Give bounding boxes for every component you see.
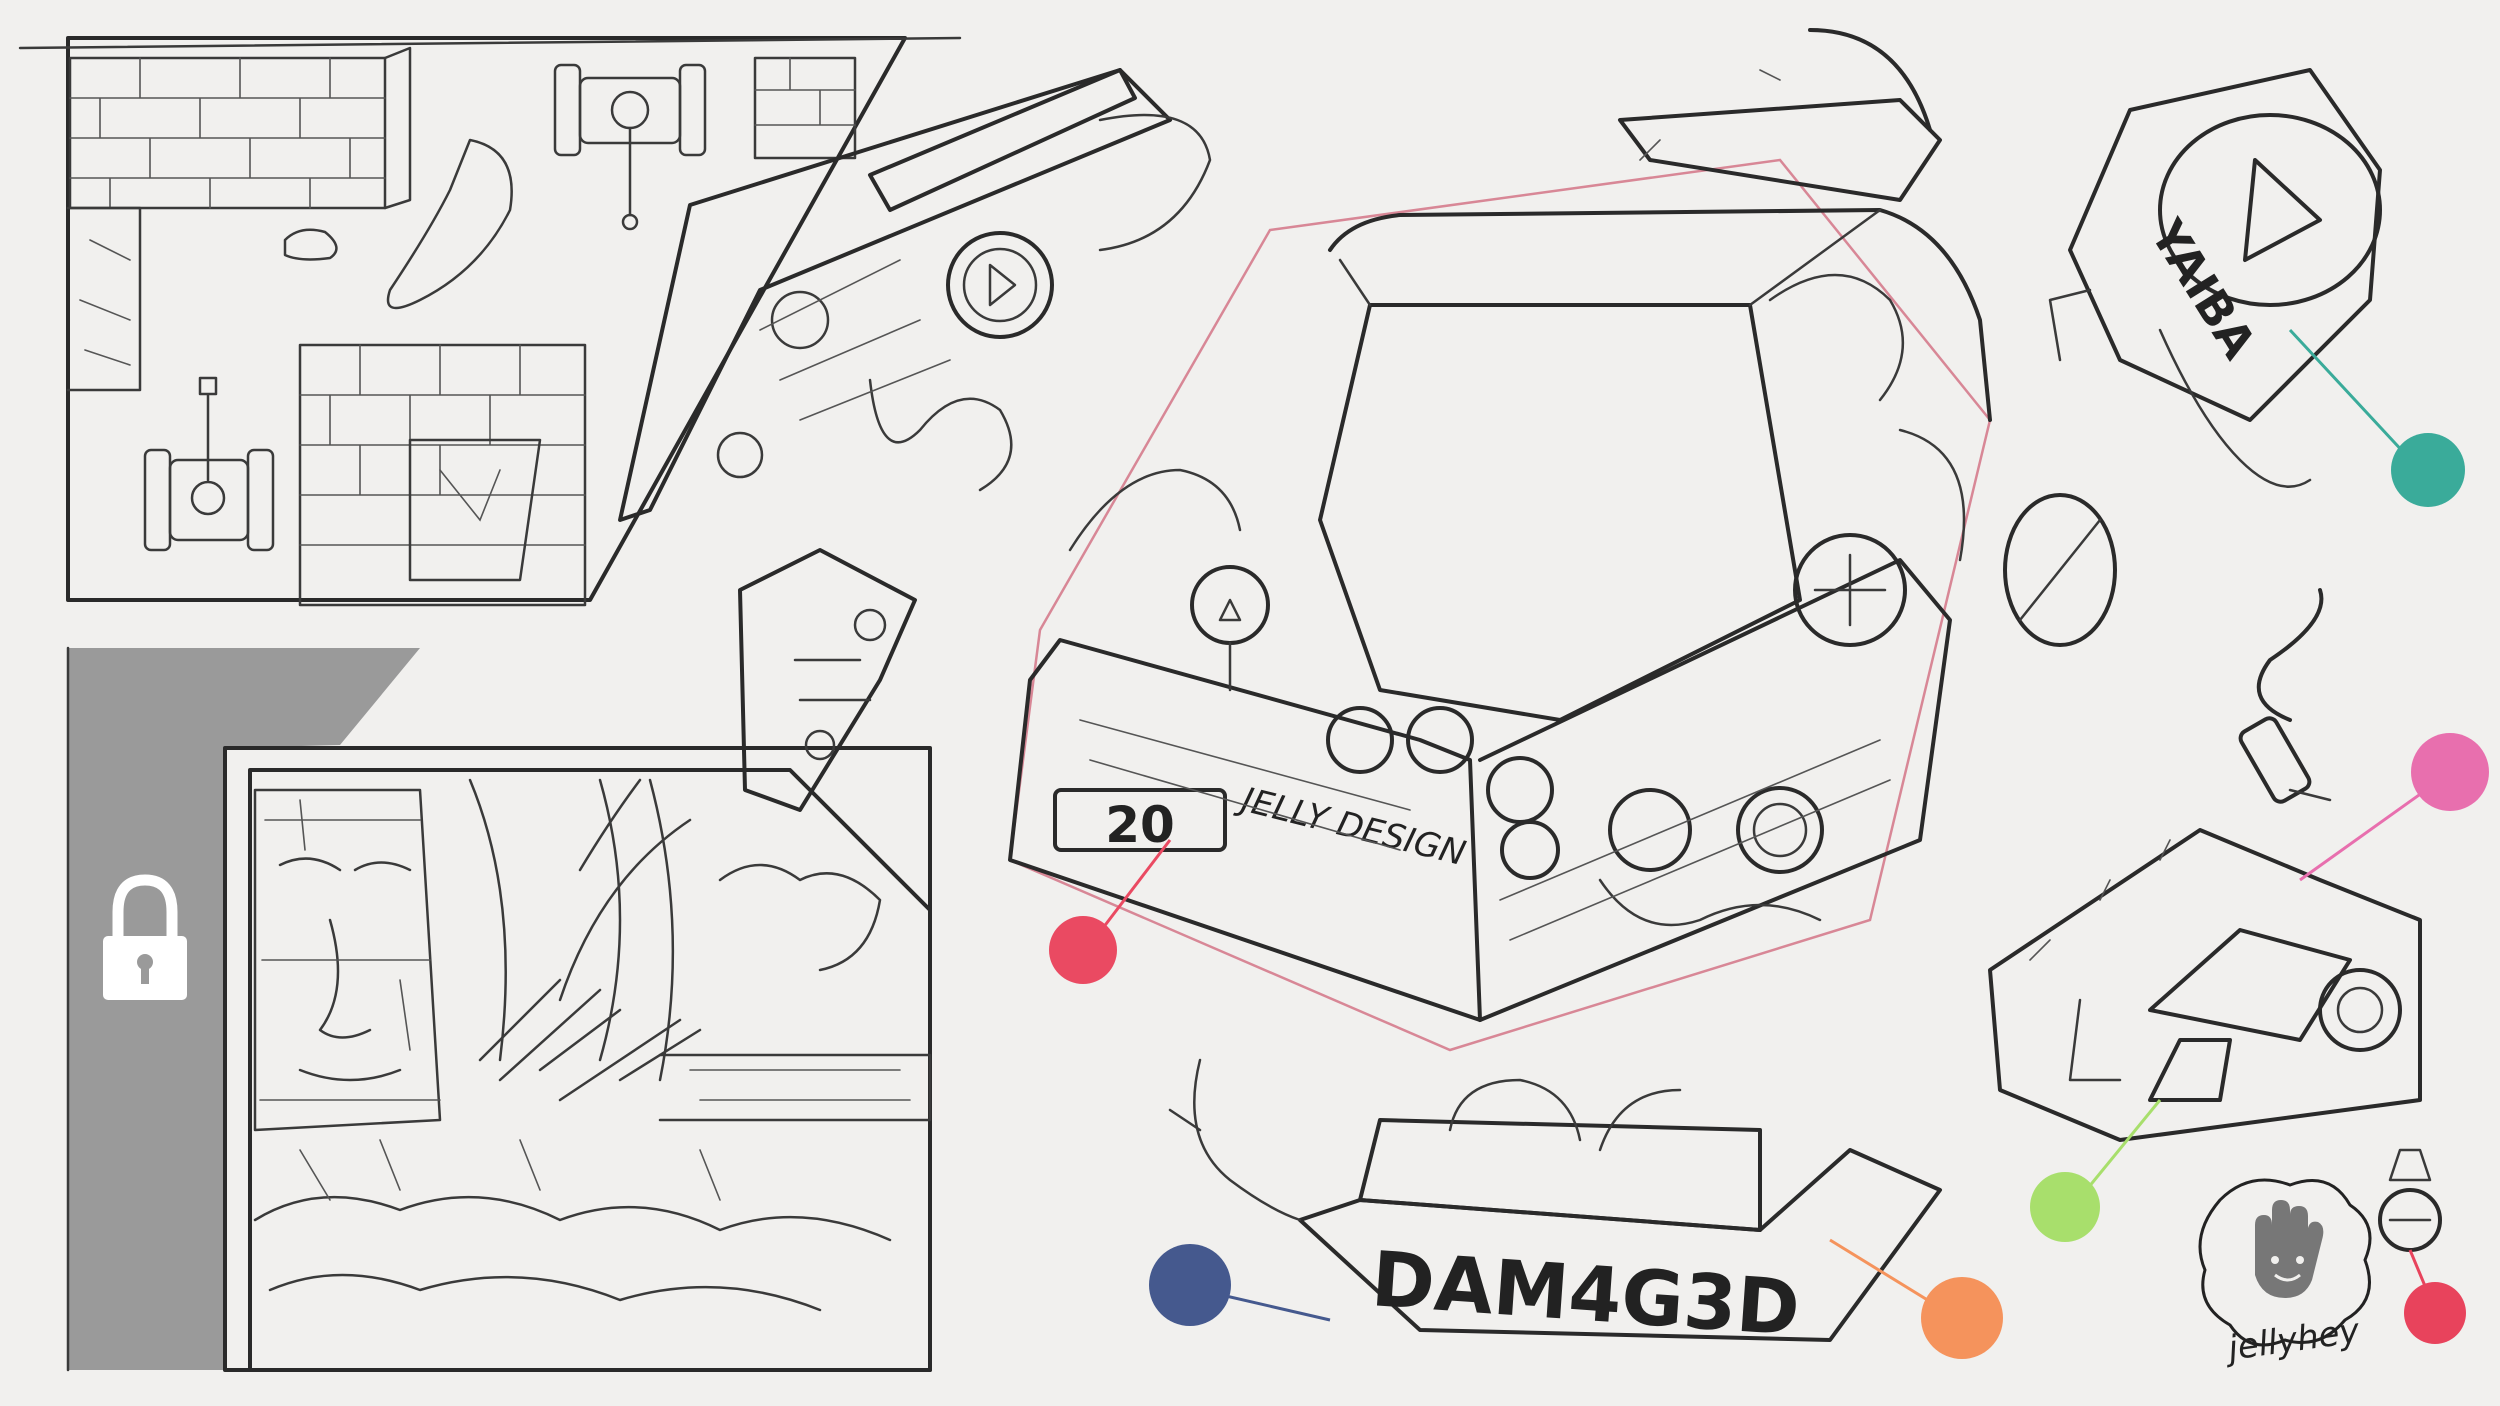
marker-lime bbox=[2030, 1172, 2100, 1242]
locked-level-panel bbox=[66, 646, 420, 1372]
tank-sprite-top bbox=[553, 63, 707, 231]
device-brand-label: JELLY DESIGN bbox=[1232, 778, 1469, 874]
lock-icon bbox=[103, 874, 187, 1000]
faceplate-part bbox=[618, 68, 1212, 522]
floating-plate-part bbox=[1618, 28, 1942, 202]
logo-text: jellyhey bbox=[2222, 1311, 2363, 1370]
small-bracket-part bbox=[738, 548, 917, 812]
device-counter-label: 20 bbox=[1105, 796, 1175, 854]
marker-crimson bbox=[2404, 1282, 2466, 1344]
marker-pink bbox=[2411, 733, 2489, 811]
jungle-scene-panel bbox=[223, 746, 932, 1372]
marker-navy bbox=[1149, 1244, 1231, 1326]
cable-plug-part bbox=[2238, 588, 2332, 804]
small-knob-part bbox=[2378, 1148, 2442, 1252]
marker-orange bbox=[1921, 1277, 2003, 1359]
tank-sprite-left bbox=[143, 376, 275, 552]
brick-wall-lower bbox=[298, 343, 587, 607]
marker-red bbox=[1049, 916, 1117, 984]
damaged-label: DAM4G3D bbox=[1369, 1234, 1803, 1353]
z-panel-part bbox=[1988, 828, 2422, 1142]
brand-logo: jellyhey bbox=[2198, 1178, 2372, 1370]
yaiba-part: YAIBA bbox=[2048, 68, 2382, 488]
main-device: 20 JELLY DESIGN bbox=[1008, 158, 2117, 1052]
level-map-panel bbox=[18, 36, 962, 607]
brick-wall-top bbox=[68, 46, 857, 210]
hand-icon bbox=[2255, 1200, 2324, 1298]
marker-teal bbox=[2391, 433, 2465, 507]
